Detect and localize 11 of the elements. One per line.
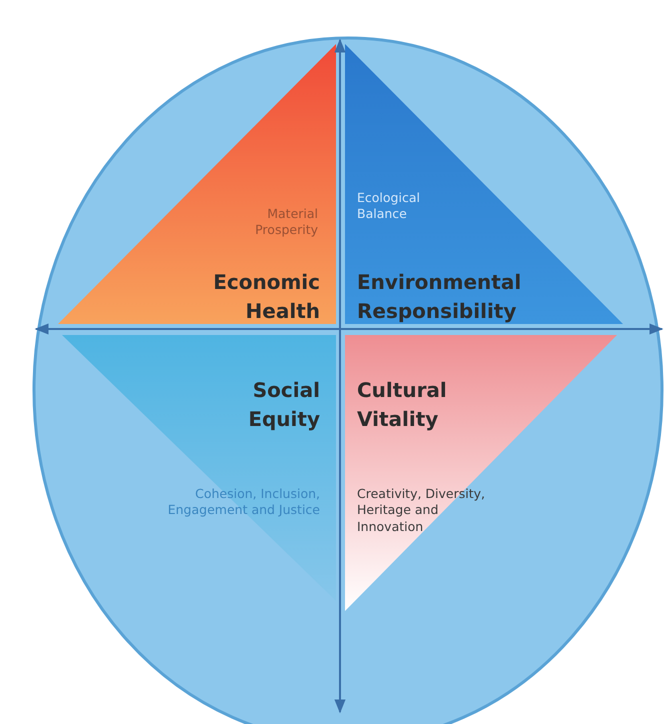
subtitle-text: Material Prosperity	[254, 206, 318, 238]
triangle-segment	[58, 44, 338, 326]
subtitle-text: Ecological Balance	[357, 190, 421, 222]
triangle-segment	[343, 44, 625, 326]
triangle-segment	[343, 333, 619, 613]
description-text: Cohesion, Inclusion, Engagement and Justice	[166, 486, 320, 518]
heading-text: Economic Health	[212, 269, 320, 325]
heading-text: Environmental Responsibility	[357, 269, 522, 325]
heading-text: Social Equity	[247, 377, 320, 433]
heading-text: Cultural Vitality	[357, 377, 448, 433]
triangle-segment	[62, 333, 338, 603]
